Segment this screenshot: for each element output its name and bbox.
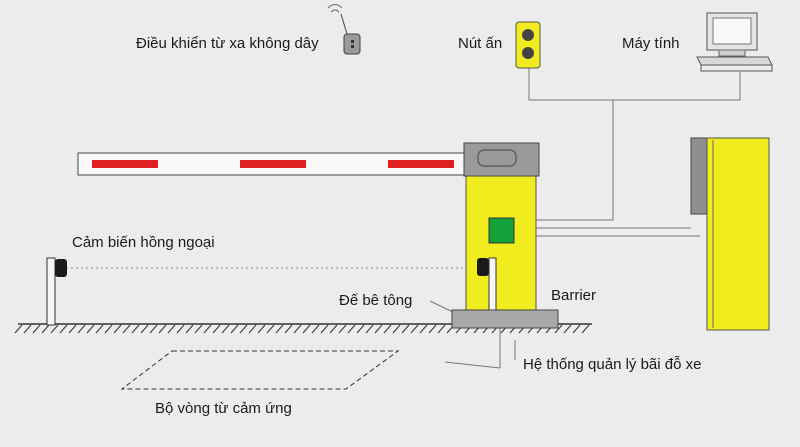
label-loop: Bộ vòng từ cảm ứng	[155, 400, 292, 417]
concrete-base	[451, 309, 559, 329]
controller-board	[488, 217, 515, 244]
label-sensor: Cảm biến hồng ngoại	[72, 234, 215, 251]
push-button-icon	[515, 21, 541, 69]
induction-loop	[120, 350, 400, 390]
wiring	[429, 68, 741, 369]
label-computer: Máy tính	[622, 35, 680, 52]
label-system: Hệ thống quản lý bãi đỗ xe	[523, 356, 702, 373]
barrier-cabinet	[463, 142, 540, 311]
computer-icon	[696, 12, 773, 72]
wireless-remote-icon	[327, 4, 361, 55]
label-base: Đế bê tông	[339, 292, 413, 309]
boom-arm	[77, 152, 471, 176]
infrared-sensor-left	[46, 257, 67, 326]
label-button: Nút ấn	[458, 35, 503, 52]
label-barrier: Barrier	[551, 287, 597, 304]
label-remote: Điều khiển từ xa không dây	[136, 35, 319, 52]
management-cabinet	[690, 137, 770, 331]
